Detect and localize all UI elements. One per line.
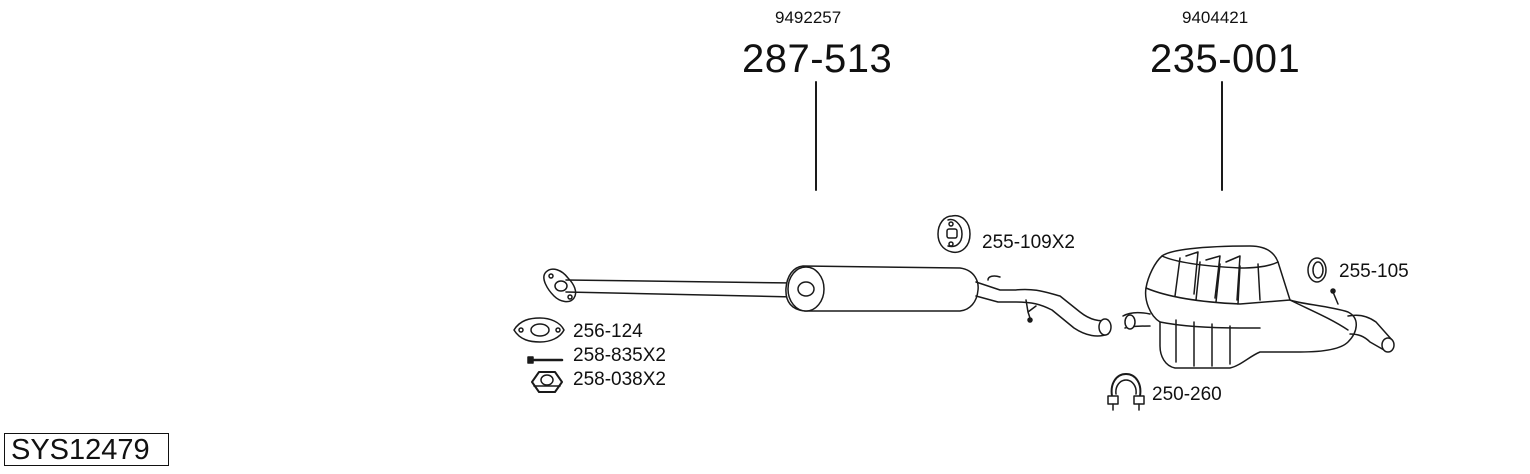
- tail-pipe: [1348, 315, 1392, 350]
- part-number-rear-silencer[interactable]: 235-001: [1150, 37, 1301, 81]
- middle-outlet-pipe: [976, 282, 1108, 336]
- part-number-middle-silencer[interactable]: 287-513: [742, 37, 893, 81]
- middle-silencer-assembly: [544, 266, 1111, 336]
- rear-silencer-assembly: [1123, 246, 1394, 368]
- middle-silencer-body: [786, 266, 978, 311]
- oem-number-middle-silencer: 9492257: [775, 8, 842, 27]
- nut-icon: [532, 372, 562, 392]
- part-number-gasket[interactable]: 256-124: [573, 321, 643, 342]
- inlet-pipe: [566, 280, 795, 297]
- part-number-rubber-hanger[interactable]: 255-109X2: [982, 232, 1075, 253]
- system-id-box: SYS12479: [4, 433, 169, 466]
- rubber-hanger-icon: [938, 216, 970, 253]
- bolt-icon: [528, 357, 562, 363]
- part-number-nut[interactable]: 258-038X2: [573, 369, 666, 390]
- gasket-icon: [514, 318, 564, 342]
- clamp-icon: [1108, 374, 1144, 410]
- part-number-clamp[interactable]: 250-260: [1152, 384, 1222, 405]
- part-number-rubber-ring[interactable]: 255-105: [1339, 261, 1409, 282]
- oem-number-rear-silencer: 9404421: [1182, 8, 1249, 27]
- part-number-bolt[interactable]: 258-835X2: [573, 345, 666, 366]
- rubber-ring-icon: [1308, 258, 1326, 282]
